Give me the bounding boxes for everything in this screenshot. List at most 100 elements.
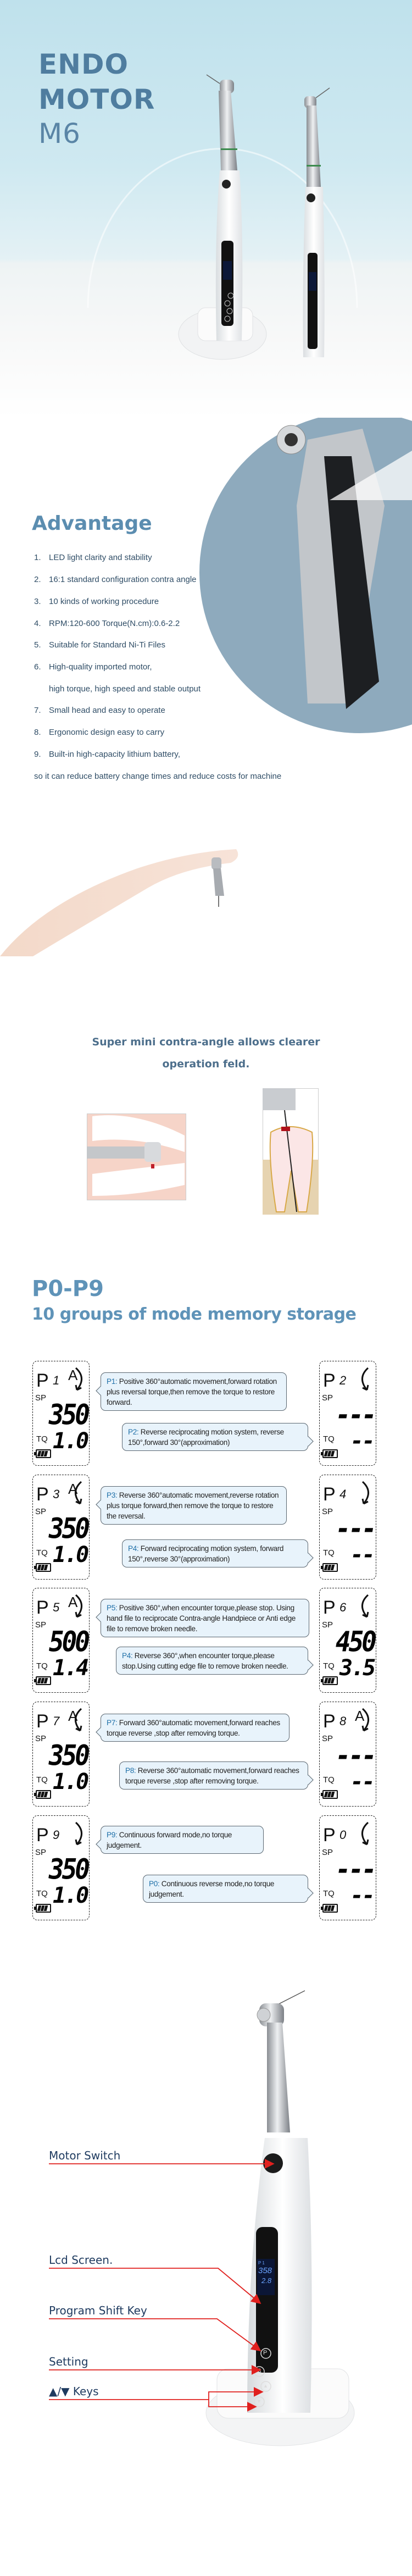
lcd-program-number: 9	[53, 1828, 60, 1842]
lcd-tq-label: TQ	[36, 1661, 48, 1671]
mode-description-text: Positive 360°automatic movement,forward …	[107, 1377, 277, 1406]
hero-title-motor: MOTOR	[38, 84, 155, 115]
battery-icon	[34, 1790, 51, 1799]
mode-description-label: P3:	[107, 1491, 118, 1499]
advantage-item-number: 9.	[34, 750, 41, 759]
lcd-tq-label: TQ	[36, 1548, 48, 1558]
advantage-item-text: High-quality imported motor,	[49, 662, 152, 672]
label-setting: Setting	[49, 2355, 88, 2368]
advantage-item: 4.RPM:120-600 Torque(N.cm):0.6-2.2	[34, 618, 180, 629]
lcd-sp-label: SP	[322, 1620, 333, 1630]
bubble-pointer	[95, 1386, 106, 1396]
lcd-torque-value: --	[350, 1769, 375, 1794]
advantage-item-number: 4.	[34, 619, 41, 628]
lcd-program-number: 4	[339, 1487, 347, 1501]
battery-icon	[34, 1676, 51, 1685]
advantage-footer: so it can reduce battery change times an…	[34, 772, 282, 781]
hand-holding-contra-angle-image	[0, 849, 238, 956]
handpiece-image	[303, 87, 330, 357]
hero-model: M6	[38, 118, 81, 149]
mode-description-text: Reverse 360°automatic movement,forward r…	[125, 1766, 299, 1785]
mode-description-label: P8:	[125, 1766, 136, 1775]
advantage-item: 1. LED light clarity and stability	[34, 552, 152, 563]
bubble-pointer	[95, 1612, 106, 1622]
advantage-item-text: Small head and easy to operate	[49, 706, 165, 715]
lcd-sp-label: SP	[322, 1848, 333, 1857]
lcd-torque-value: --	[350, 1428, 375, 1454]
rotation-arrow-icon	[75, 1821, 82, 1846]
lcd-program-letter: P	[36, 1484, 49, 1505]
battery-icon	[321, 1790, 338, 1799]
parts-lcd-program: P 1	[258, 2261, 265, 2265]
modes-subtitle: 10 groups of mode memory storage	[32, 1305, 357, 1324]
lcd-auto-indicator: A	[68, 1367, 78, 1383]
advantage-item-text: Built-in high-capacity lithium battery,	[49, 750, 180, 759]
down-key-button[interactable]: ▼	[257, 2398, 261, 2404]
lcd-tq-label: TQ	[323, 1889, 335, 1898]
lcd-speed-value: 500	[48, 1625, 90, 1658]
lcd-sp-label: SP	[322, 1507, 333, 1516]
lcd-program-letter: P	[323, 1825, 336, 1846]
lcd-tq-label: TQ	[36, 1775, 48, 1785]
lcd-auto-indicator: A	[355, 1708, 365, 1724]
lcd-torque-value: 1.0	[53, 1542, 89, 1567]
lcd-torque-value: 1.0	[53, 1428, 89, 1454]
lcd-program-letter: P	[36, 1825, 49, 1846]
lcd-speed-value: 350	[48, 1739, 90, 1772]
rotation-arrow-icon	[75, 1481, 82, 1505]
bubble-pointer	[303, 1775, 314, 1785]
mode-description-bubble: P3: Reverse 360°automatic movement,rever…	[95, 1486, 287, 1525]
mode-description-text: Forward reciprocating motion system, for…	[128, 1544, 284, 1563]
battery-icon	[321, 1563, 338, 1572]
program-button[interactable]: P	[263, 2350, 268, 2356]
mode-description-label: P0:	[149, 1880, 160, 1888]
lcd-speed-value: ---	[335, 1398, 377, 1431]
advantage-item: 7.Small head and easy to operate	[34, 705, 165, 716]
battery-icon	[34, 1904, 51, 1913]
mode-description-bubble: P9: Continuous forward mode,no torque ju…	[95, 1826, 264, 1854]
lcd-torque-value: 3.5	[339, 1655, 376, 1681]
lcd-tq-label: TQ	[323, 1548, 335, 1558]
parts-lcd-speed: 358	[258, 2266, 272, 2275]
mode-description-label: P4:	[122, 1652, 133, 1660]
lcd-tq-label: TQ	[36, 1434, 48, 1444]
advantage-item-text: LED light clarity and stability	[49, 553, 152, 562]
lcd-torque-value: --	[350, 1542, 375, 1567]
lcd-auto-indicator: A	[68, 1594, 78, 1610]
lcd-program-letter: P	[36, 1597, 49, 1618]
advantage-item: high torque, high speed and stable outpu…	[34, 684, 201, 695]
lcd-torque-value: --	[350, 1883, 375, 1908]
mode-description-bubble: P4: Reverse 360°,when encounter torque,p…	[116, 1647, 314, 1675]
rotation-arrow-icon	[75, 1594, 82, 1618]
lcd-sp-label: SP	[35, 1848, 47, 1857]
mini-contra-caption-line1: Super mini contra-angle allows clearer	[92, 1036, 320, 1048]
advantage-item-number: 1.	[34, 553, 41, 562]
bubble-pointer	[303, 1436, 314, 1447]
lcd-speed-value: ---	[335, 1853, 377, 1886]
lcd-program-number: 3	[53, 1487, 60, 1501]
lcd-speed-value: ---	[335, 1739, 377, 1772]
up-key-button[interactable]: ▲	[263, 2383, 268, 2389]
hero-title-endo: ENDO	[38, 48, 129, 80]
lcd-torque-value: 1.0	[53, 1769, 89, 1794]
mode-description-text: Continuous reverse mode,no torque judgem…	[149, 1880, 275, 1898]
bubble-pointer	[303, 1660, 314, 1670]
lcd-program-number: 0	[339, 1828, 347, 1842]
battery-icon	[34, 1449, 51, 1458]
lcd-program-number: 8	[339, 1714, 347, 1728]
lcd-program-number: 1	[53, 1373, 60, 1387]
lcd-tq-label: TQ	[323, 1434, 335, 1444]
hero-banner: ENDO MOTOR M6	[0, 0, 412, 418]
mode-description-label: P9:	[107, 1831, 118, 1839]
lcd-tq-label: TQ	[323, 1775, 335, 1785]
rotation-arrow-icon	[361, 1594, 369, 1618]
advantage-item: 8.Ergonomic design easy to carry	[34, 727, 164, 738]
callout-lines	[49, 2159, 275, 2412]
